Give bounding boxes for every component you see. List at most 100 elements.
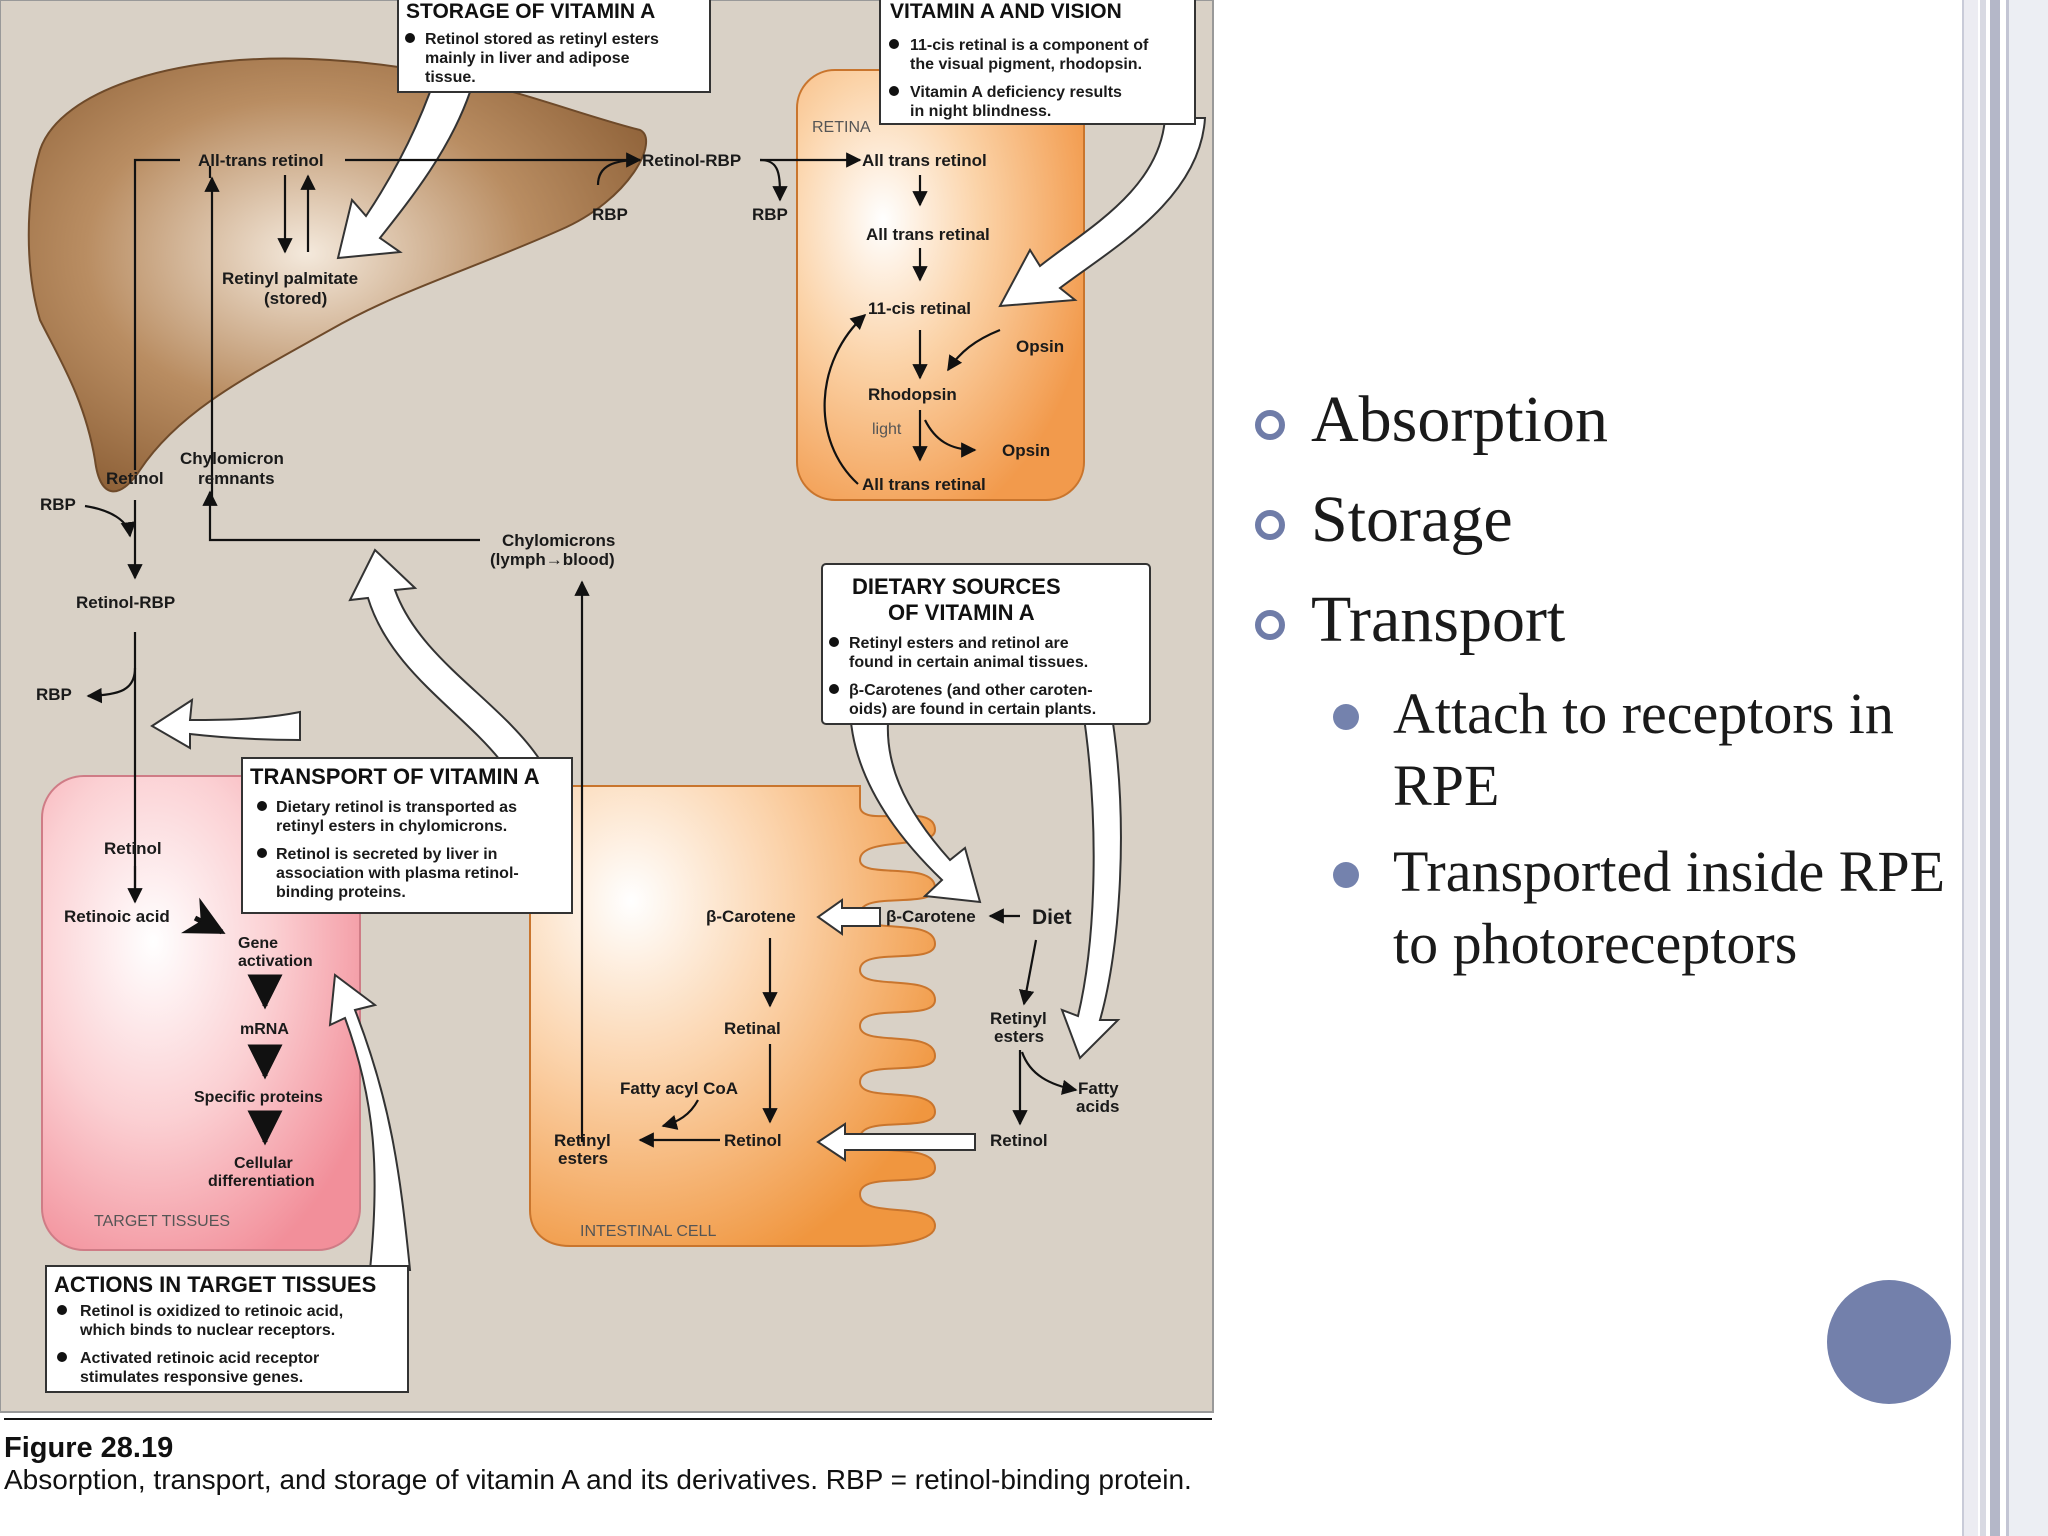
bullet-label: Absorption [1311,383,1608,456]
dietary-callout-arrow-left [848,703,982,904]
svg-text:Chylomicron: Chylomicron [180,449,284,468]
retina-labels: RETINA All trans retinol All trans retin… [812,119,1064,494]
svg-text:STORAGE OF VITAMIN A: STORAGE OF VITAMIN A [406,0,655,23]
svg-text:mRNA: mRNA [240,1021,289,1038]
bullet-ring-icon [1255,510,1285,540]
svg-text:Opsin: Opsin [1016,337,1064,356]
svg-text:Retinal: Retinal [724,1019,781,1038]
transport-box: TRANSPORT OF VITAMIN A Dietary retinol i… [241,757,573,914]
svg-text:Retinol-RBP: Retinol-RBP [76,593,175,612]
svg-text:Activated retinoic acid recept: Activated retinoic acid receptor [80,1350,319,1367]
svg-text:Vitamin A deficiency results: Vitamin A deficiency results [910,84,1122,101]
bullet-dot-icon [1333,862,1359,888]
svg-text:Retinol: Retinol [990,1131,1048,1150]
dietary-sources-box: DIETARY SOURCES OF VITAMIN A Retinyl est… [821,563,1151,725]
svg-text:remnants: remnants [198,469,275,488]
svg-text:acids: acids [1076,1097,1119,1116]
figure-number: Figure 28.19 [4,1432,174,1464]
svg-text:Retinol: Retinol [724,1131,782,1150]
svg-text:Opsin: Opsin [1002,441,1050,460]
svg-text:Chylomicrons: Chylomicrons [502,531,615,550]
svg-text:RBP: RBP [40,495,76,514]
dietary-callout-arrow-right [1060,703,1122,1060]
flow-lines [84,152,1078,1148]
svg-text:which binds to nuclear recepto: which binds to nuclear receptors. [79,1322,335,1339]
bullet-transport: Transport [1255,570,1975,670]
sub-bullet-photoreceptors: Transported inside RPE to photoreceptors [1255,836,1975,980]
svg-text:Gene: Gene [238,935,278,952]
liver-shape [27,57,647,493]
figure-caption-text: Absorption, transport, and storage of vi… [4,1464,1192,1495]
svg-text:Retinoic acid: Retinoic acid [64,907,170,926]
svg-text:activation: activation [238,953,313,970]
bullet-label: Storage [1311,483,1513,556]
slide-border-stripe [1962,0,1978,1536]
caption-rule [4,1418,1212,1420]
svg-text:the visual pigment, rhodopsin.: the visual pigment, rhodopsin. [910,56,1142,73]
slide-border-stripe [1990,0,2000,1536]
svg-text:All trans retinol: All trans retinol [862,151,987,170]
svg-text:Retinyl palmitate: Retinyl palmitate [222,269,358,288]
vision-callout-arrow [998,117,1207,308]
sub-bullet-receptors: Attach to receptors in RPE [1255,678,1975,822]
sub-bullet-label: Attach to receptors in RPE [1393,681,1894,818]
svg-text:Retinol is secreted by liver i: Retinol is secreted by liver in [276,846,497,863]
svg-text:Retinol: Retinol [104,839,162,858]
svg-text:Fatty: Fatty [1078,1079,1119,1098]
svg-text:esters: esters [994,1027,1044,1046]
svg-text:Dietary retinol is transported: Dietary retinol is transported as [276,799,517,816]
svg-text:All trans retinal: All trans retinal [866,225,990,244]
svg-text:Cellular: Cellular [234,1155,293,1172]
svg-text:(stored): (stored) [264,289,327,308]
svg-text:esters: esters [558,1149,608,1168]
bullet-dot-icon [1333,704,1359,730]
svg-text:in night blindness.: in night blindness. [910,103,1051,120]
svg-text:mainly in liver and adipose: mainly in liver and adipose [425,50,630,67]
svg-text:Retinol: Retinol [106,469,164,488]
svg-text:RBP: RBP [752,205,788,224]
svg-text:tissue.: tissue. [425,69,476,86]
storage-box: STORAGE OF VITAMIN A Retinol stored as r… [397,0,711,93]
bullet-storage: Storage [1255,470,1975,570]
transport-callout-arrow-left [150,698,301,750]
svg-text:INTESTINAL CELL: INTESTINAL CELL [580,1223,716,1240]
bullet-ring-icon [1255,610,1285,640]
intestine-labels: INTESTINAL CELL β-Carotene β-Carotene Di… [554,906,1119,1240]
svg-text:RETINA: RETINA [812,119,871,136]
svg-text:Diet: Diet [1032,906,1072,929]
blood-labels: Retinol-RBP RBP RBP RBP Retinol-RBP RBP … [36,151,788,704]
retinol-transfer-arrow [816,1122,976,1162]
svg-text:Retinyl esters and retinol are: Retinyl esters and retinol are [849,635,1069,652]
decorative-circle [1827,1280,1951,1404]
svg-text:association with plasma retino: association with plasma retinol- [276,865,519,882]
svg-text:TRANSPORT OF VITAMIN A: TRANSPORT OF VITAMIN A [250,764,540,789]
svg-text:light: light [872,421,902,438]
svg-text:Retinol-RBP: Retinol-RBP [642,151,741,170]
svg-text:TARGET TISSUES: TARGET TISSUES [94,1213,230,1230]
vitamin-a-diagram: STORAGE OF VITAMIN A Retinol stored as r… [0,0,1214,1420]
slide-border-stripe [2006,0,2048,1536]
svg-text:RBP: RBP [36,685,72,704]
target-labels: TARGET TISSUES Retinol Retinoic acid Gen… [64,839,323,1230]
slide-border-stripe [1980,0,1986,1536]
svg-text:VITAMIN A AND VISION: VITAMIN A AND VISION [890,0,1122,23]
svg-text:Retinol is oxidized to retinoi: Retinol is oxidized to retinoic acid, [80,1303,343,1320]
storage-callout-arrow [336,91,472,260]
svg-text:ACTIONS IN TARGET TISSUES: ACTIONS IN TARGET TISSUES [54,1272,376,1297]
svg-text:RBP: RBP [592,205,628,224]
svg-text:11-cis retinal: 11-cis retinal [868,299,971,318]
svg-text:oids) are found in certain pla: oids) are found in certain plants. [849,701,1096,718]
svg-text:β-Carotene: β-Carotene [706,907,796,926]
svg-text:found in certain animal tissue: found in certain animal tissues. [849,654,1088,671]
actions-callout-arrow [328,973,412,1271]
svg-text:Specific proteins: Specific proteins [194,1089,323,1106]
bullet-label: Transport [1311,583,1566,656]
svg-text:retinyl esters in chylomicrons: retinyl esters in chylomicrons. [276,818,507,835]
transport-callout-arrow-up [348,548,542,761]
svg-text:binding proteins.: binding proteins. [276,884,406,901]
liver-labels: All-trans retinol Retinyl palmitate (sto… [106,151,358,488]
svg-text:All trans retinal: All trans retinal [862,475,986,494]
bullet-absorption: Absorption [1255,370,1975,470]
svg-text:Rhodopsin: Rhodopsin [868,385,957,404]
figure-caption: Figure 28.19 Absorption, transport, and … [4,1432,1224,1495]
